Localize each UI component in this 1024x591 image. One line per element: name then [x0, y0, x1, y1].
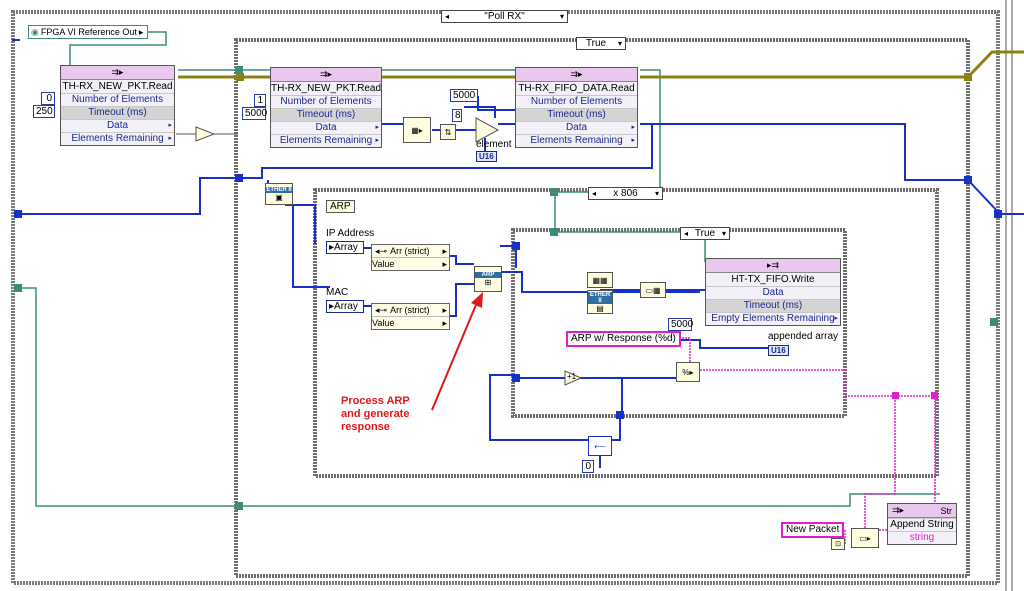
- compare-node: [195, 126, 216, 142]
- num-elements-const[interactable]: 1: [254, 94, 266, 107]
- element-label: element: [476, 139, 512, 150]
- appended-array-indicator[interactable]: U16: [768, 345, 789, 356]
- case-decrement-icon[interactable]: ◂: [684, 229, 689, 238]
- bool-const-icon[interactable]: ⊡: [831, 538, 845, 550]
- case-decrement-icon[interactable]: ◂: [592, 189, 597, 198]
- ether-build-subvi[interactable]: ETHER II ▤: [587, 290, 613, 314]
- new-packet-string[interactable]: New Packet: [781, 522, 845, 538]
- left-read-node[interactable]: ⇉▸ TH-RX_NEW_PKT.Read Number of Elements…: [60, 65, 175, 146]
- chevron-down-icon[interactable]: ▾: [559, 12, 564, 21]
- unbundle-icon: ◂⊸: [375, 246, 388, 256]
- convert-icon[interactable]: ⇅: [440, 124, 456, 140]
- fifo-read-icon: ⇉▸: [892, 505, 905, 515]
- error-wire: [178, 50, 1024, 79]
- feedback-init-const[interactable]: 0: [582, 460, 594, 473]
- mac-unbundle[interactable]: ◂⊸Arr (strict)▸ Value▸: [371, 303, 450, 330]
- output-terminal-icon: ▸: [375, 137, 379, 144]
- output-terminal-icon: ▸: [375, 124, 379, 131]
- build-array-icon[interactable]: ▦▦: [587, 272, 613, 288]
- fifo-read-icon: ⇉▸: [516, 68, 637, 82]
- select-icon[interactable]: ▭▸: [851, 528, 879, 548]
- ip-address-label: IP Address: [326, 228, 375, 239]
- fifo-data-read-node[interactable]: ⇉▸ TH-RX_FIFO_DATA.Read Number of Elemen…: [515, 67, 638, 148]
- outer-case-selector[interactable]: ◂ "Poll RX" ▾: [441, 10, 568, 23]
- fpga-ref-indicator[interactable]: ◉ FPGA VI Reference Out ▸: [28, 25, 148, 39]
- index-array-icon[interactable]: ▦▸: [403, 117, 431, 143]
- ether-subvi[interactable]: ETHER II ▣: [265, 183, 293, 205]
- timeout-const[interactable]: 5000: [242, 107, 267, 120]
- output-terminal-icon: ▸: [631, 124, 635, 131]
- multiply-node: [475, 117, 500, 143]
- chevron-down-icon[interactable]: ▾: [654, 189, 659, 198]
- mac-label: MAC: [326, 287, 349, 298]
- fifo-read-icon: ⇉▸: [61, 66, 174, 80]
- arrow-right-icon: ▸: [329, 242, 335, 253]
- arp-label: ARP: [326, 200, 355, 213]
- arp-response-string[interactable]: ARP w/ Response (%d): [566, 331, 681, 347]
- increment-node: [564, 370, 583, 386]
- fifo-write-node[interactable]: ▸⇉ HT-TX_FIFO.Write Data Timeout (ms) Em…: [705, 258, 841, 326]
- concat-array-icon[interactable]: ▭▦: [640, 282, 666, 298]
- annotation-text: Process ARP and generate response: [341, 395, 410, 433]
- network-icon: ⊞: [484, 277, 492, 287]
- annotation-arrow: [431, 292, 483, 411]
- write-timeout-const[interactable]: 5000: [668, 318, 693, 331]
- ip-unbundle[interactable]: ◂⊸Arr (strict)▸ Value▸: [371, 244, 450, 271]
- fpga-ref-icon: ◉: [31, 26, 39, 37]
- fifo-read-icon: ⇉▸: [271, 68, 381, 82]
- response-case-selector[interactable]: ◂ True ▾: [680, 227, 730, 240]
- fifo-num-const-a[interactable]: 5000: [450, 89, 478, 102]
- fifo-write-icon: ▸⇉: [706, 259, 840, 273]
- case-decrement-icon[interactable]: ◂: [445, 12, 450, 21]
- output-terminal-icon: ▸: [631, 137, 635, 144]
- output-terminal-icon: ▸: [834, 315, 838, 322]
- appended-array-label: appended array: [768, 331, 839, 342]
- packet-case-selector[interactable]: ◂ x 806 ▾: [588, 187, 663, 200]
- output-terminal-icon: ▸: [168, 135, 172, 142]
- response-case-frame: [511, 228, 847, 418]
- data-wires: [12, 39, 1024, 468]
- output-terminal-icon: ▸: [168, 122, 172, 129]
- chevron-down-icon[interactable]: ▾: [721, 229, 726, 238]
- format-string-icon[interactable]: %▸: [676, 362, 700, 382]
- chevron-down-icon[interactable]: ▾: [617, 39, 622, 48]
- num-elements-const[interactable]: 0: [41, 92, 55, 105]
- fifo-num-const-b[interactable]: 8: [452, 109, 462, 122]
- arrow-right-icon: ▸: [138, 26, 144, 37]
- unbundle-icon: ◂⊸: [375, 305, 388, 315]
- ip-address-control[interactable]: ▸Array: [326, 241, 364, 254]
- append-string-node[interactable]: ⇉▸Str Append String string: [887, 503, 957, 545]
- mac-control[interactable]: ▸Array: [326, 300, 364, 313]
- ether-icon: ▣: [275, 192, 283, 202]
- true-case-selector[interactable]: True ▾: [576, 37, 626, 50]
- increment-label: +1: [567, 372, 577, 381]
- arp-subvi[interactable]: ARP ⊞: [474, 266, 502, 292]
- element-indicator[interactable]: U16: [476, 151, 497, 162]
- feedback-node[interactable]: ⟵: [588, 436, 612, 456]
- timeout-const[interactable]: 250: [33, 105, 55, 118]
- inner-read-node[interactable]: ⇉▸ TH-RX_NEW_PKT.Read Number of Elements…: [270, 67, 382, 148]
- ether-icon: ▤: [596, 303, 604, 313]
- arrow-right-icon: ▸: [329, 301, 335, 312]
